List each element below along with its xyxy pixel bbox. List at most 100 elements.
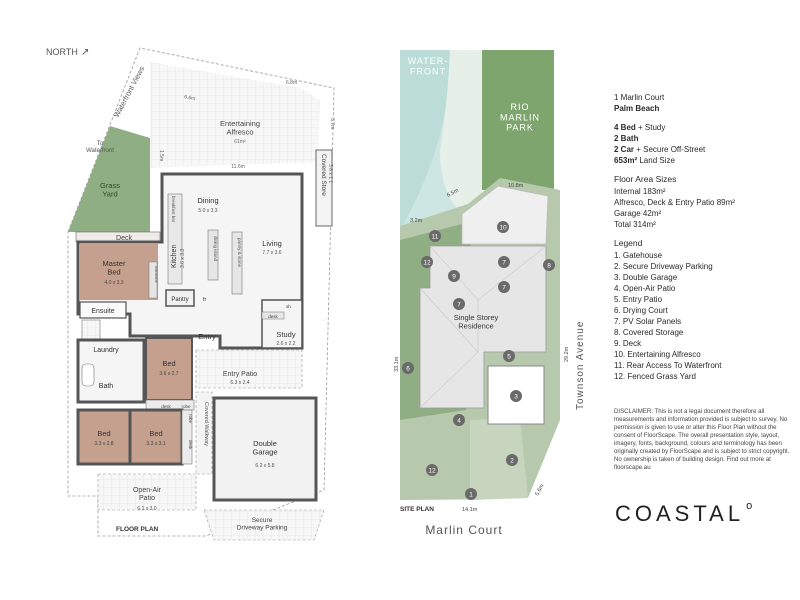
bed-extra: + Study	[635, 123, 666, 132]
legend-item: 4. Open-Air Patio	[614, 284, 676, 293]
car-extra: + Secure Off-Street	[634, 145, 706, 154]
car-row: 2 Car + Secure Off-Street	[614, 144, 794, 155]
legend-item: 6. Drying Court	[614, 306, 668, 315]
bed4-label: Bed	[149, 429, 162, 438]
marker-8: 8	[547, 263, 551, 270]
bed2-dim: 3.6 x 2.7	[159, 371, 178, 377]
pantry-stone-label: pantry & stone	[237, 238, 242, 268]
study-label: Study	[276, 330, 295, 339]
dim-alfresco-top: 6.6m	[184, 94, 196, 102]
laundry-label: Laundry	[93, 347, 119, 354]
bath-count: 2 Bath	[614, 134, 639, 143]
dim-alfresco-w: 6.8m	[286, 80, 297, 86]
marker-6: 6	[406, 366, 410, 373]
north-text: NORTH	[46, 47, 78, 57]
legend-item: 12. Fenced Grass Yard	[614, 372, 696, 381]
north-arrow-icon: ↗	[81, 47, 89, 58]
dim-d4: 33.1m	[394, 356, 400, 372]
study-desk	[261, 311, 285, 320]
study-desk-label: desk	[268, 314, 278, 319]
car-count: 2 Car	[614, 145, 635, 154]
entry-patio-dim: 6.3 x 2.4	[230, 380, 249, 386]
site-marker-labels: 1 2 3 4 5 6 7 7 7 8 9 10 11 12 12	[406, 225, 551, 499]
site-markers	[402, 221, 555, 500]
alfresco-area	[150, 62, 320, 168]
kitchen-bench	[167, 193, 183, 285]
legend-item: 10. Entertaining Alfresco	[614, 350, 701, 359]
robe-label-2: robe	[188, 414, 193, 424]
study-shelf-label: sh	[286, 304, 291, 309]
floor-plan-caption: FLOOR PLAN	[116, 526, 159, 533]
marker-2: 2	[510, 458, 514, 465]
open-air-patio	[97, 473, 197, 511]
floor-areas-title: Floor Area Sizes	[614, 174, 677, 184]
marker-10: 10	[499, 225, 507, 232]
legend-item: 9. Deck	[614, 339, 642, 348]
breakfast-bar-label: breakfast bar	[171, 196, 176, 223]
wardrobe	[148, 261, 158, 299]
area-garage: Garage 42m²	[614, 209, 662, 218]
bed-count: 4 Bed	[614, 123, 636, 132]
bed2-room	[145, 337, 193, 401]
garage	[212, 396, 318, 502]
suburb: Palm Beach	[614, 104, 660, 113]
bed-wing-robes	[181, 409, 193, 465]
marker-12b: 12	[428, 468, 436, 475]
driveway	[203, 509, 325, 541]
desk-label: desk	[161, 404, 171, 409]
legend-item: 7. PV Solar Panels	[614, 317, 682, 326]
kitchen-label: Kitchen	[171, 245, 178, 268]
dim-d1: 6.5m	[446, 188, 460, 199]
dim-d7: 14.1m	[462, 507, 478, 513]
marker-4: 4	[457, 418, 461, 425]
logo-mark: o	[746, 500, 753, 512]
dim-d3: 3.2m	[410, 218, 423, 224]
dim-side: 1.5m	[158, 150, 164, 161]
bed4-room	[128, 408, 184, 466]
site-residence-roof	[419, 245, 547, 409]
study-room	[261, 299, 303, 349]
dining-label: Dining	[197, 196, 218, 205]
legend-item: 1. Gatehouse	[614, 251, 663, 260]
north-label: NORTH ↗	[46, 47, 89, 58]
disclaimer: DISCLAIMER: This is not a legal document…	[614, 408, 790, 471]
study-dim: 2.6 x 2.2	[276, 341, 295, 347]
area-internal: Internal 183m²	[614, 187, 666, 196]
bath-label: Bath	[99, 383, 114, 390]
site-roof-ridges	[419, 245, 547, 409]
bed3-label: Bed	[97, 429, 110, 438]
park-area	[482, 50, 554, 190]
ensuite-room	[79, 301, 127, 319]
house-main-walls	[76, 172, 304, 350]
dining-dim: 5.0 x 3.3	[198, 208, 217, 214]
entry-patio-label: Entry Patio	[223, 371, 257, 378]
logo-text: COASTAL	[615, 501, 745, 526]
area-alfresco: Alfresco, Deck & Entry Patio 89m²	[614, 198, 735, 207]
covered-store-label: Covered Store	[320, 154, 327, 196]
fridge-label: fr	[203, 297, 207, 303]
dim-d6: 5.6m	[534, 483, 545, 497]
dim-house-w: 11.6m	[231, 164, 245, 170]
bed-row: 4 Bed + Study	[614, 122, 794, 133]
marker-7b: 7	[457, 302, 461, 309]
legend-item: 5. Entry Patio	[614, 295, 663, 304]
garage-dim: 6.2 x 5.8	[255, 463, 274, 469]
site-plan-caption: SITE PLAN	[400, 506, 434, 513]
master-bed-room	[80, 244, 158, 300]
info-panel: 1 Marlin Court Palm Beach 4 Bed + Study …	[614, 92, 794, 382]
kitchen-dim: 3.6 x 3.3	[180, 249, 186, 268]
site-dimensions: 6.5m 10.8m 3.2m 33.1m 29.2m 5.6m 14.1m	[394, 183, 570, 513]
dining-island	[207, 229, 219, 281]
address: 1 Marlin Court	[614, 93, 665, 102]
covered-walkway	[195, 391, 213, 475]
living-label: Living	[262, 239, 282, 248]
pantry-stone-bench	[231, 231, 243, 295]
